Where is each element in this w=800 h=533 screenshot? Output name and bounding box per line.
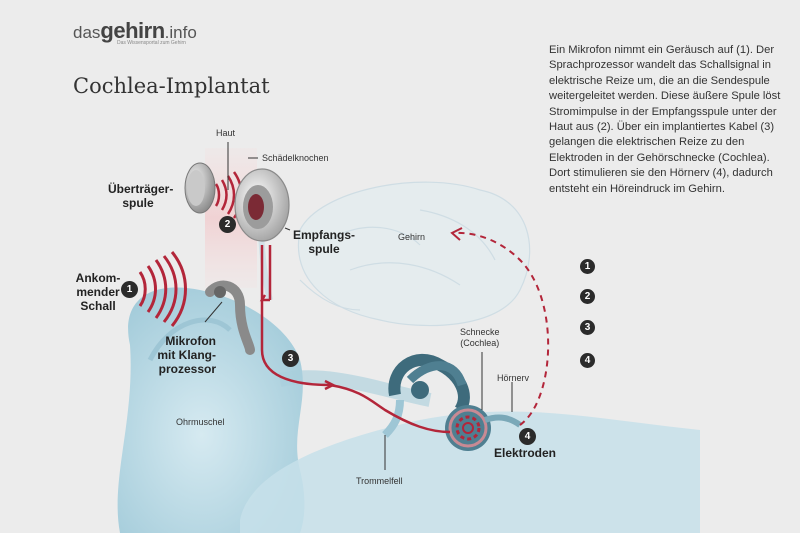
logo-part-info: .info	[164, 23, 197, 42]
label-ohrmuschel: Ohrmuschel	[176, 417, 225, 427]
label-haut: Haut	[216, 128, 236, 138]
logo-part-das: das	[73, 23, 101, 42]
leader-lines	[204, 142, 513, 470]
label-schaedelknochen: Schädelknochen	[262, 153, 329, 163]
logo-tagline: Das Wissensportal zum Gehirn	[117, 40, 186, 46]
label-gehirn: Gehirn	[398, 232, 426, 242]
legend-badge-2[interactable]: 2	[580, 289, 595, 304]
label-uebertraegerspule: Überträger- spule	[108, 182, 174, 210]
description-text: Ein Mikrofon nimmt ein Geräusch auf (1).…	[549, 44, 781, 195]
implant-cable	[259, 245, 451, 434]
label-hoernerv: Hörnerv	[497, 373, 530, 383]
legend-badge-1[interactable]: 1	[580, 259, 595, 274]
transmitter-coil	[184, 162, 216, 214]
label-trommelfell: Trommelfell	[356, 476, 403, 486]
step-badge-2: 2	[219, 216, 236, 233]
inner-ear	[382, 353, 522, 451]
ear-anatomy	[117, 287, 700, 533]
nerve-signal-path	[454, 231, 550, 426]
logo-part-gehirn: gehirn	[100, 18, 165, 43]
label-empfangsspule: Empfangs- spule	[292, 228, 355, 256]
step-badge-3: 3	[282, 350, 299, 367]
step-badge-1: 1	[121, 281, 138, 298]
sound-waves	[138, 251, 187, 327]
label-mikrofon: Mikrofon mit Klang- prozessor	[157, 334, 216, 376]
brain-outline	[297, 181, 531, 327]
label-elektroden: Elektroden	[494, 446, 557, 460]
label-schnecke: Schnecke (Cochlea)	[460, 327, 500, 348]
legend-badge-3[interactable]: 3	[580, 320, 595, 335]
page-title: Cochlea-Implantat	[73, 74, 270, 98]
label-ankommender-schall: Ankom- mender Schall	[75, 271, 121, 313]
site-logo[interactable]: dasgehirn.info	[73, 18, 197, 44]
microphone-processor	[205, 280, 255, 355]
legend-badge-4[interactable]: 4	[580, 353, 595, 368]
receiver-coil	[234, 168, 290, 242]
nerve-arrowhead	[450, 227, 463, 241]
step-badge-4: 4	[519, 428, 536, 445]
